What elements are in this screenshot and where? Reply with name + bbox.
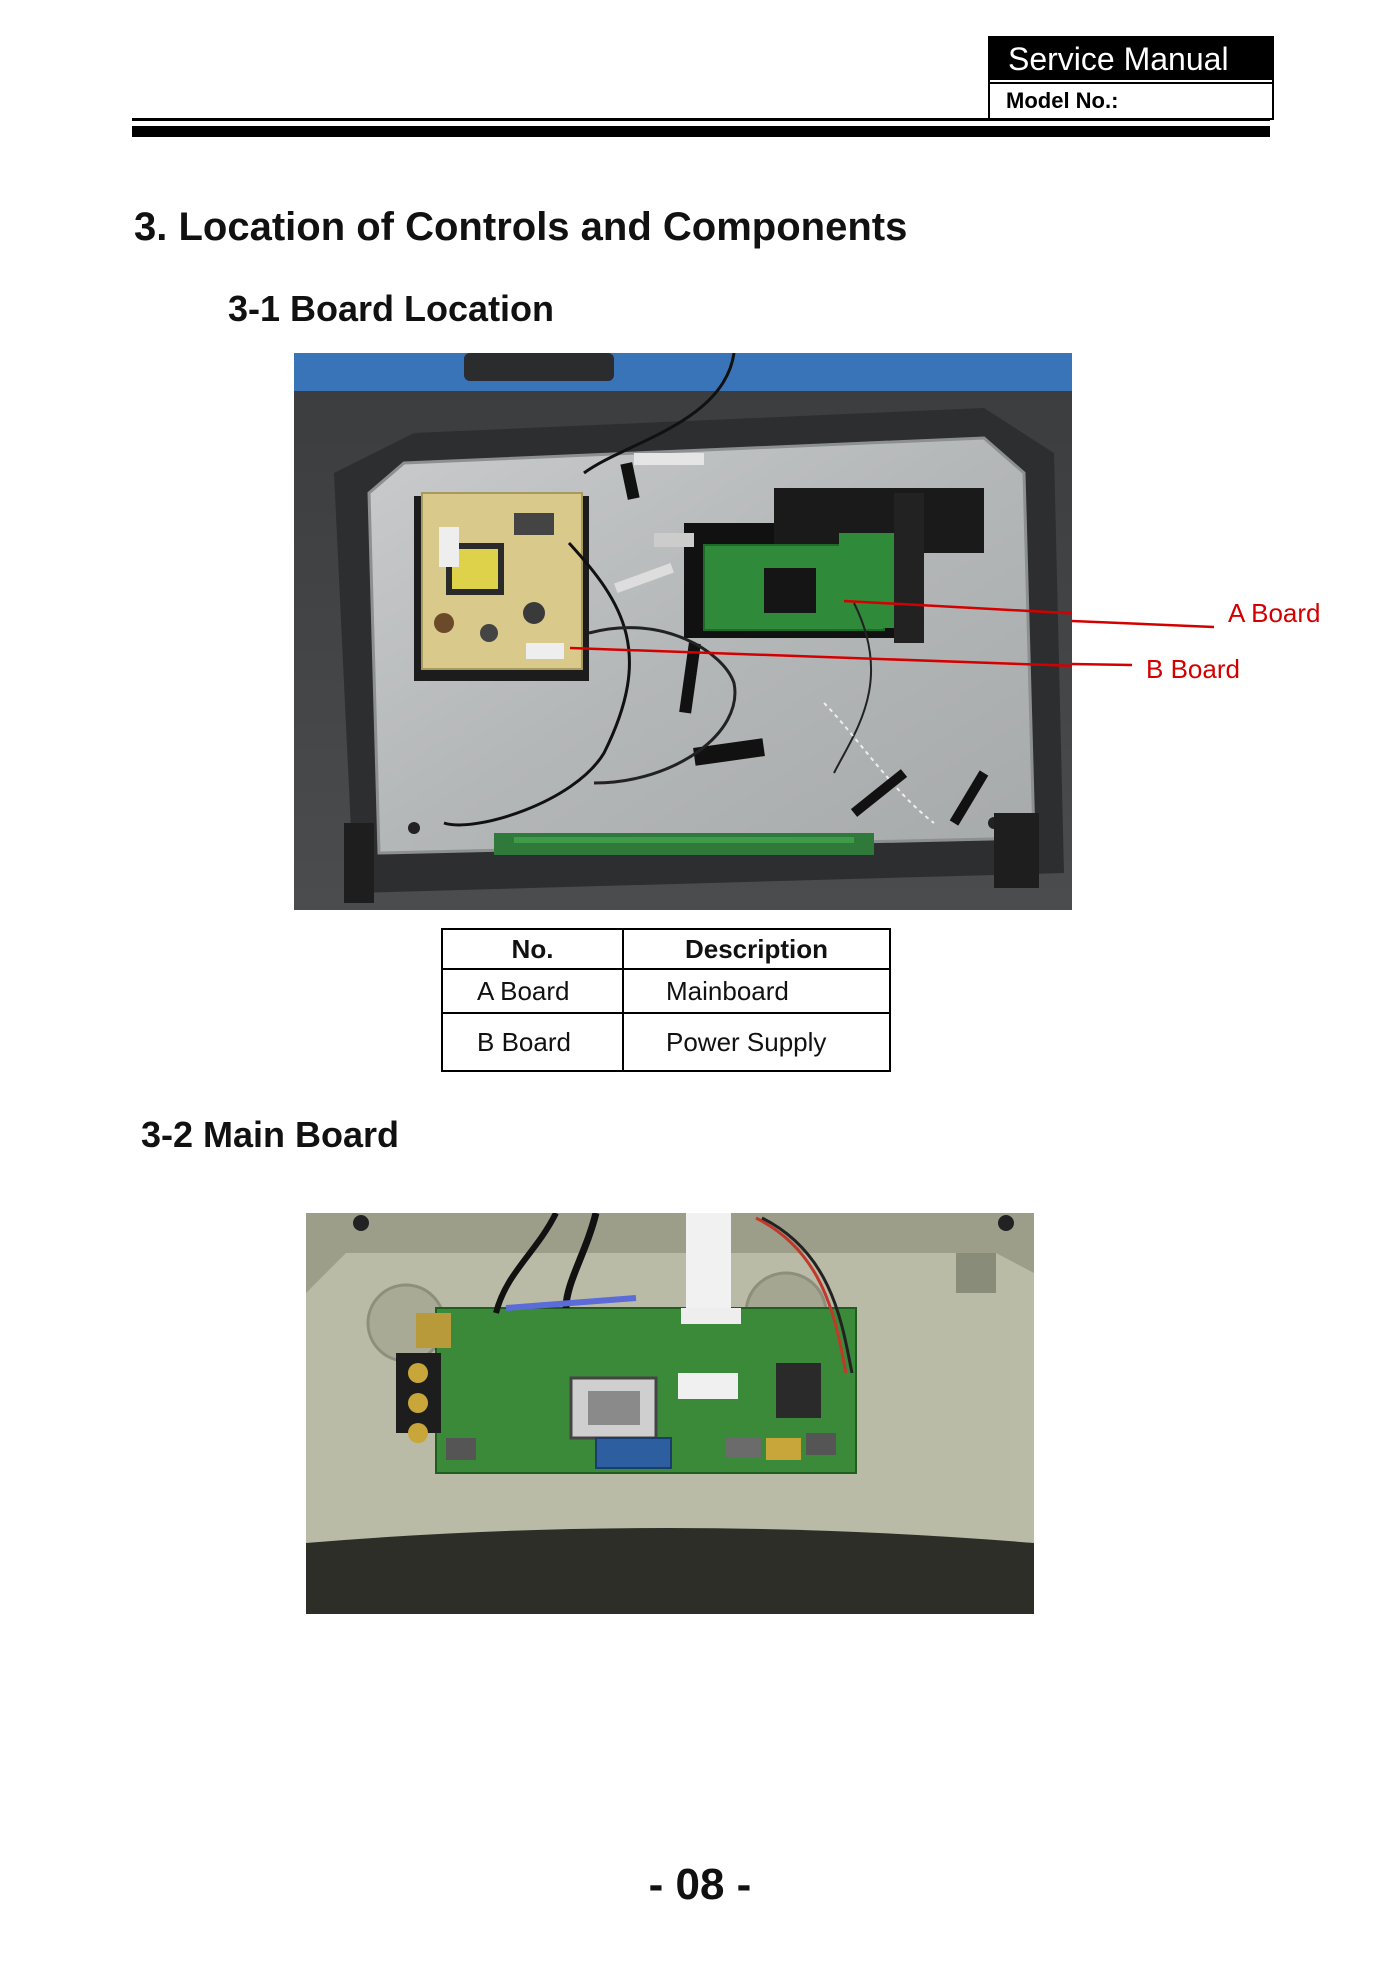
- model-number-label: Model No.:: [990, 82, 1272, 116]
- table-header-no: No.: [441, 928, 624, 970]
- board-location-title: 3-1 Board Location: [228, 288, 555, 329]
- header-rule-thin: [132, 118, 1270, 121]
- table-header-description: Description: [622, 928, 891, 970]
- table-header-row: No. Description: [441, 928, 891, 970]
- main-board-illustration: [306, 1213, 1034, 1614]
- board-location-photo: [294, 353, 1072, 910]
- table-cell-description: Mainboard: [622, 968, 891, 1014]
- table-row: A Board Mainboard: [441, 968, 891, 1014]
- callout-line-a: [843, 599, 1072, 615]
- table-cell-no: B Board: [441, 1012, 624, 1072]
- main-board-photo: [306, 1213, 1034, 1614]
- main-board-title: 3-2 Main Board: [141, 1114, 400, 1155]
- section-title: 3. Location of Controls and Components: [134, 205, 908, 249]
- board-table: No. Description A Board Mainboard B Boar…: [441, 928, 891, 1072]
- tv-rear-illustration: [294, 353, 1072, 910]
- table-cell-description: Power Supply: [622, 1012, 891, 1072]
- table-row: B Board Power Supply: [441, 1012, 891, 1072]
- callout-label-a: A Board: [1228, 598, 1321, 628]
- header-rule-thick: [132, 126, 1270, 137]
- callout-extension: [1072, 619, 1215, 667]
- header-title: Service Manual: [990, 38, 1272, 80]
- callout-label-b: B Board: [1146, 654, 1240, 684]
- header-box: Service Manual Model No.:: [988, 36, 1274, 120]
- callout-line-b: [569, 646, 1072, 668]
- table-cell-no: A Board: [441, 968, 624, 1014]
- page-number: - 08 -: [648, 1860, 752, 1909]
